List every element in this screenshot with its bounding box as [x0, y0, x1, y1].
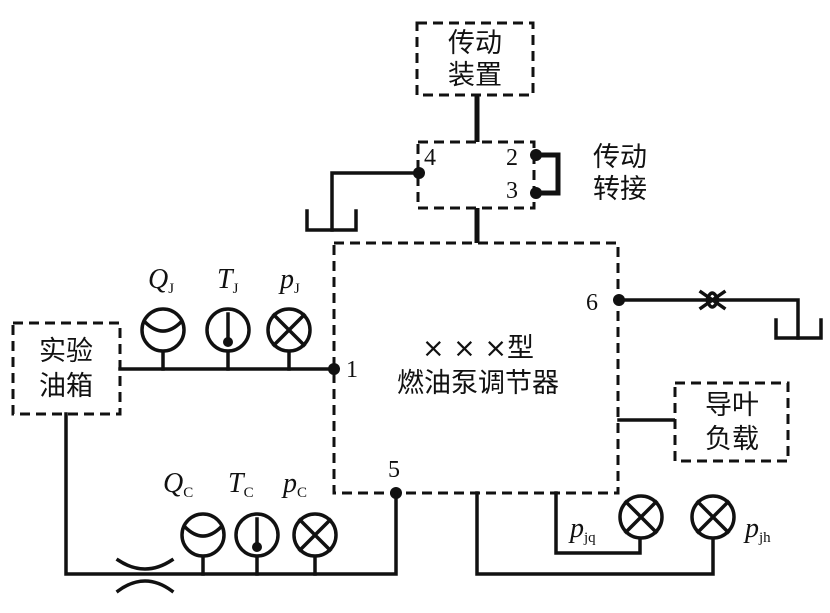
- port-5-label: 5: [388, 457, 400, 483]
- drive-device-box: 传动 装置: [415, 21, 535, 97]
- regulator-title-2: 燃油泵调节器: [397, 368, 559, 399]
- return-line: [64, 412, 398, 576]
- inlet-pressure-symbol: pJ: [278, 264, 300, 297]
- port-4-drain-tank-icon: [305, 209, 358, 232]
- flow-meter-icon: [140, 307, 186, 353]
- test-tank-box: 实验 油箱: [11, 321, 122, 416]
- pjh-symbol: pjh: [743, 513, 771, 546]
- pressure-gauge-icon: [690, 494, 736, 540]
- return-flow-meter: QC: [163, 468, 226, 576]
- pressure-gauge-icon: [618, 494, 664, 540]
- drive-adapter-box: 4 2 3: [416, 140, 536, 210]
- orifice-icon: [115, 557, 175, 594]
- inlet-flow-meter: QJ: [140, 264, 186, 371]
- port-4-label: 4: [424, 145, 436, 171]
- guide-vane-label-2: 负载: [705, 424, 759, 455]
- port-4-drain-line: [330, 171, 421, 232]
- inlet-flow-symbol: QJ: [148, 264, 174, 297]
- thermometer-icon: [234, 512, 280, 558]
- adapter-loop-2-3: [536, 152, 561, 196]
- pjq-symbol: pjq: [568, 513, 596, 546]
- return-pressure-gauge: pC: [281, 468, 338, 576]
- return-thermometer: TC: [228, 468, 280, 576]
- return-pressure-symbol: pC: [281, 468, 307, 501]
- inlet-pressure-gauge: pJ: [266, 264, 312, 371]
- tank-label-2: 油箱: [39, 371, 93, 402]
- pjh-gauge: pjh: [690, 494, 771, 546]
- regulator-title-1: × × ×型: [422, 333, 534, 364]
- inlet-thermometer: TJ: [205, 264, 251, 371]
- adapter-label-1: 传动: [593, 142, 647, 173]
- port-6-drain-tank-icon: [774, 318, 823, 340]
- pjh-line: [475, 491, 715, 576]
- guide-vane-label-1: 导叶: [705, 390, 759, 421]
- port-2-label: 2: [506, 145, 518, 171]
- pressure-gauge-icon: [292, 512, 338, 558]
- pjq-line: [554, 491, 642, 555]
- port-6-label: 6: [586, 290, 598, 316]
- thermometer-icon: [205, 307, 251, 353]
- pressure-gauge-icon: [266, 307, 312, 353]
- pjq-gauge: pjq: [568, 494, 664, 546]
- drive-device-label-1: 传动: [448, 28, 502, 59]
- return-flow-symbol: QC: [163, 468, 193, 501]
- drive-device-label-2: 装置: [448, 60, 502, 91]
- guide-vane-load-box: 导叶 负载: [673, 381, 790, 463]
- port-6-outlet-line: [617, 298, 800, 340]
- inlet-temp-symbol: TJ: [217, 264, 239, 297]
- port-1-label: 1: [346, 357, 358, 383]
- tank-label-1: 实验: [39, 336, 93, 367]
- regulator-box: × × ×型 燃油泵调节器 1 6: [332, 241, 620, 495]
- adapter-label-2: 转接: [593, 174, 647, 205]
- port-1-dot: [328, 363, 340, 375]
- throttle-valve-icon: [698, 289, 727, 311]
- flow-meter-icon: [180, 512, 226, 558]
- return-temp-symbol: TC: [228, 468, 254, 501]
- port-3-label: 3: [506, 178, 518, 204]
